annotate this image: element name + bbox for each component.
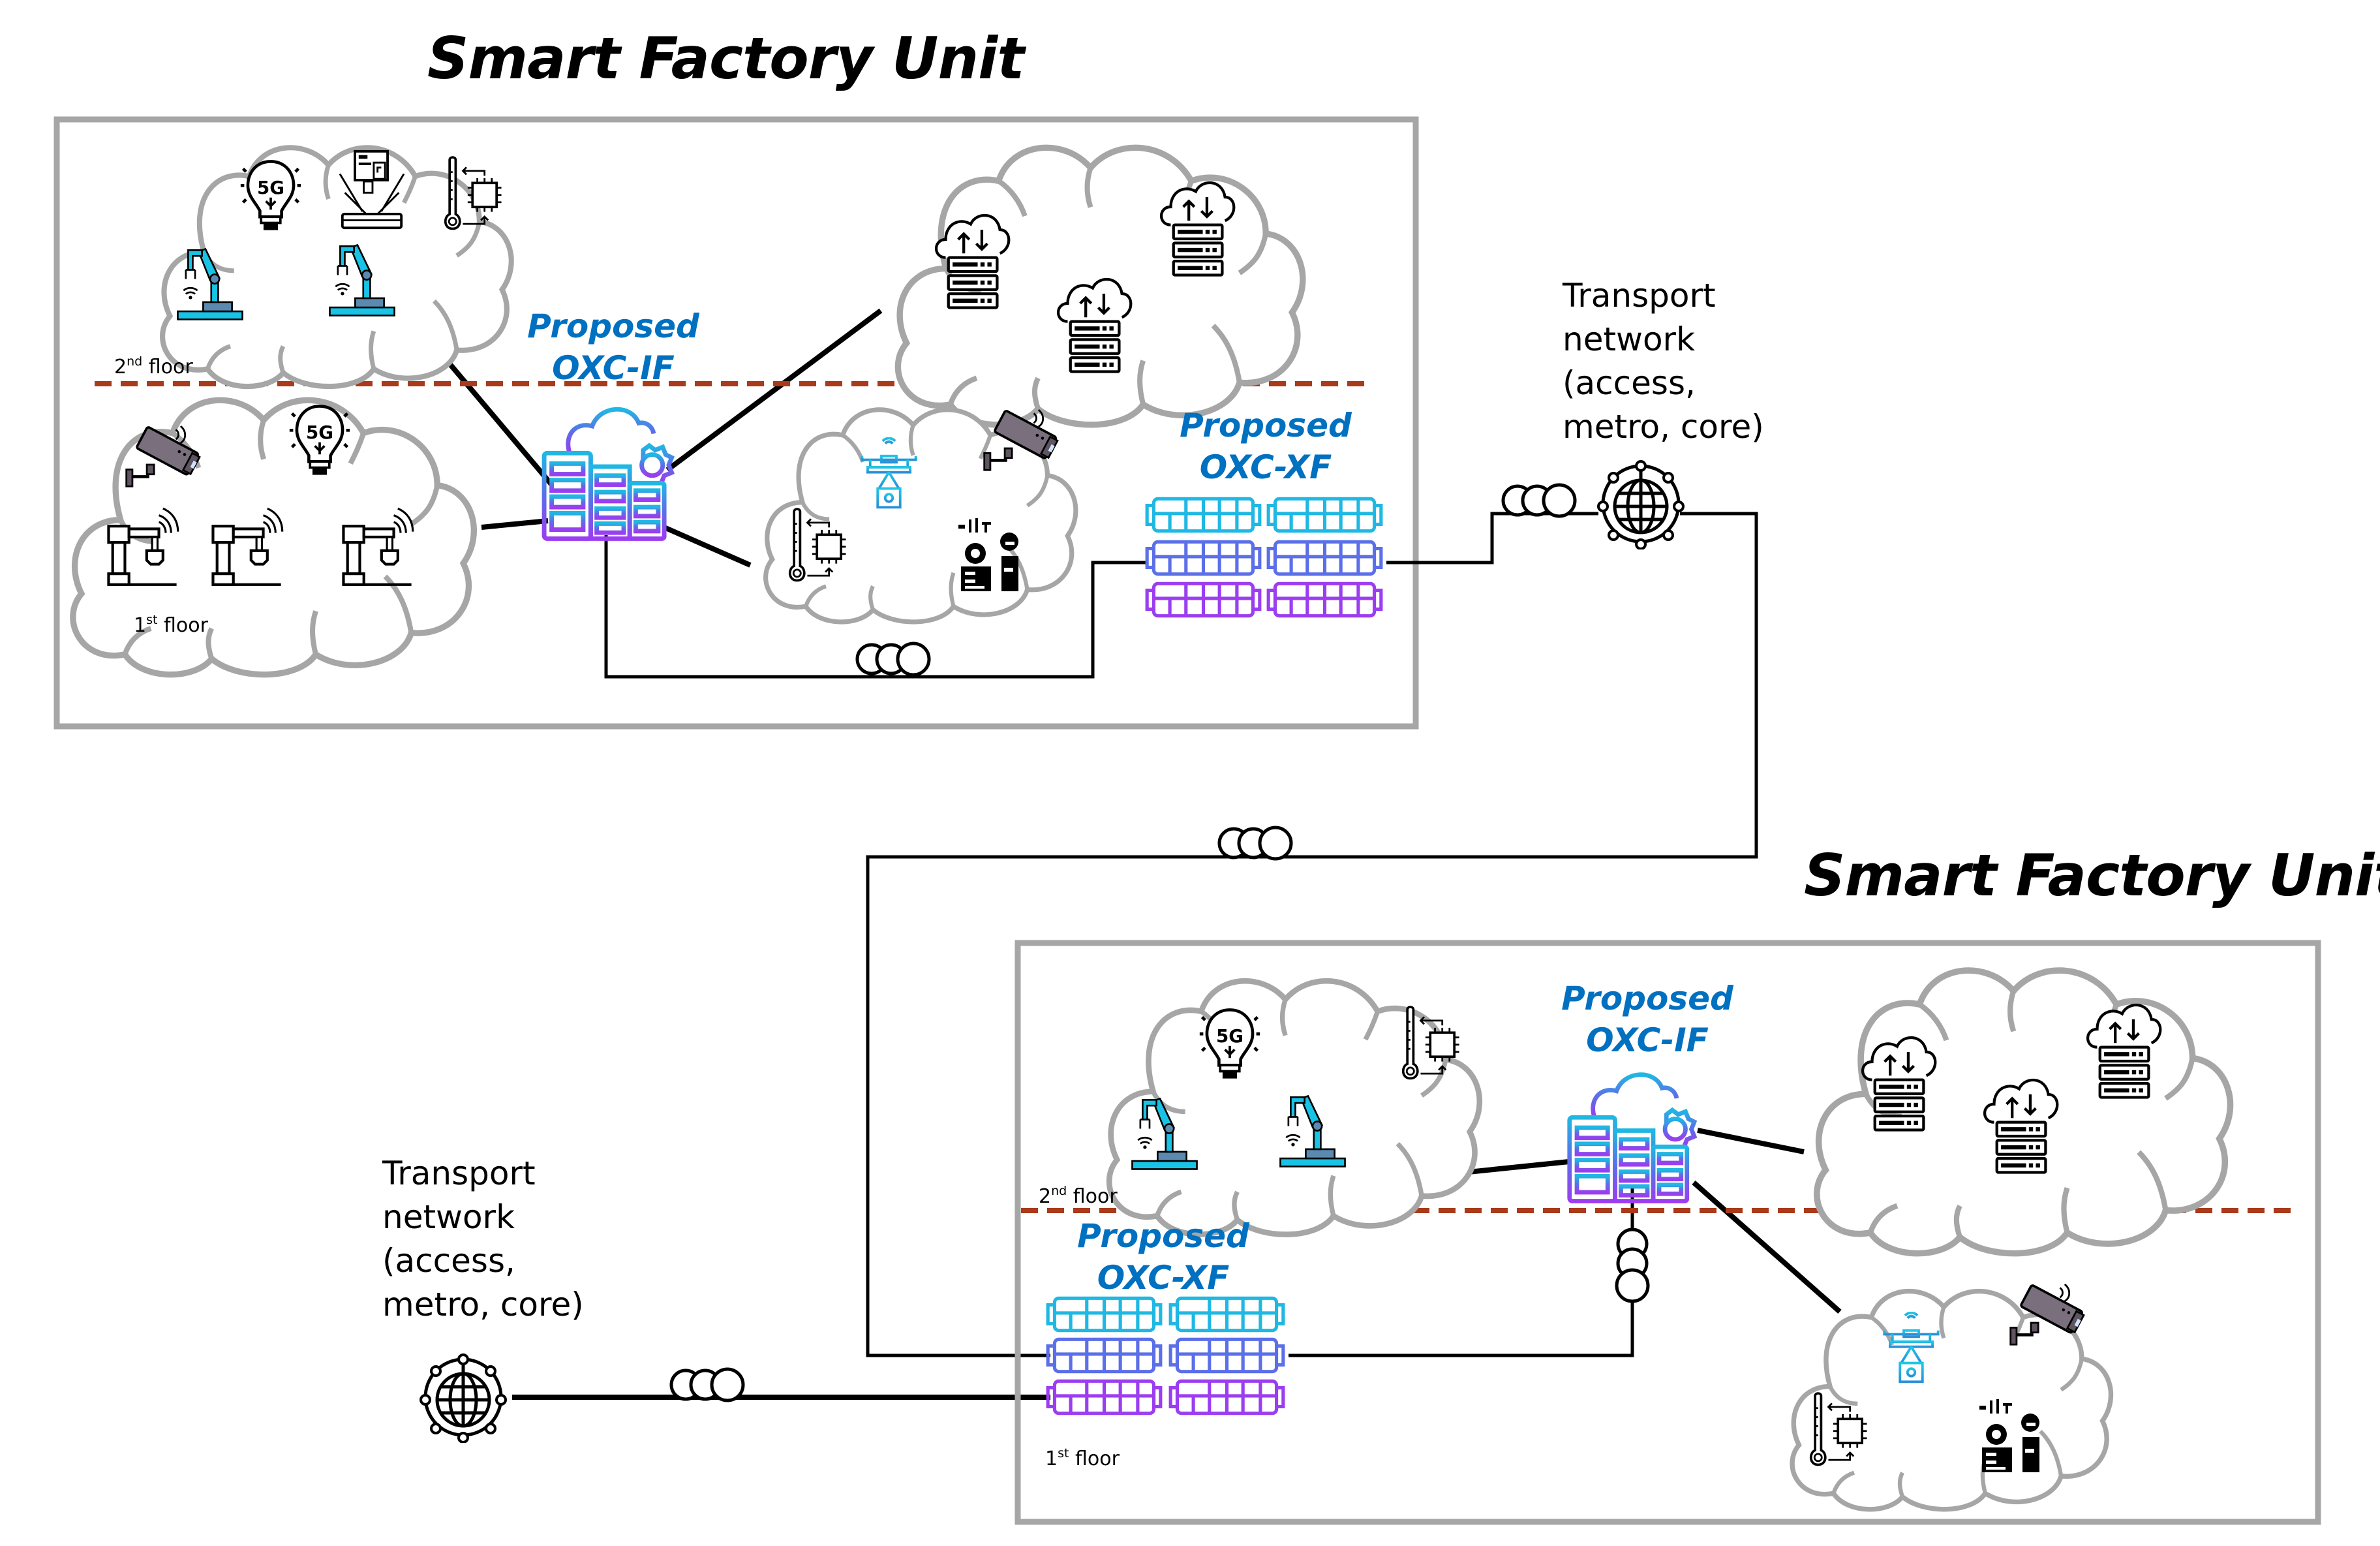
fiber-coil-icon — [1503, 485, 1575, 516]
oxc-if-label-line2: OXC-IF — [1586, 1021, 1709, 1059]
oxc-xf-label-bottom: Proposed OXC-XF — [1072, 1215, 1255, 1299]
floor-label-1st: 1st floor — [1045, 1446, 1120, 1470]
oxc-xf-icon[interactable] — [1048, 1298, 1283, 1413]
fiber-coil-icon — [857, 643, 929, 675]
link-oxc-if-to-edge-cloud — [1697, 1128, 1805, 1154]
link-oxc-if-to-edge-cloud — [665, 308, 883, 472]
oxc-xf-label-line2: OXC-XF — [1097, 1259, 1230, 1297]
cloud-floor2-devices: 2nd floor — [1039, 981, 1480, 1234]
unit-box — [1015, 940, 2321, 1525]
oxc-if-label-line2: OXC-IF — [552, 349, 675, 387]
fiber-coil-icon — [1219, 827, 1291, 859]
floor-label-1st: 1st floor — [134, 613, 209, 637]
cloud-edge-servers — [1817, 970, 2231, 1254]
cloud-mixed-devices — [1792, 1284, 2111, 1509]
oxc-xf-label-top: Proposed OXC-XF — [1174, 405, 1357, 488]
fiber-links — [446, 308, 883, 568]
fiber-coil-icon — [671, 1369, 743, 1400]
cloud-floor1-devices: 1st floor — [73, 400, 474, 674]
oxc-xf-label-line2: OXC-XF — [1199, 448, 1332, 486]
link-transport1-to-unit2 — [866, 512, 1758, 1357]
oxc-if-label-line1: Proposed — [527, 307, 699, 345]
fiber-coil-icon — [1617, 1229, 1648, 1301]
transport-network-label-bottom: Transport network (access, metro, core) — [382, 1154, 584, 1323]
oxc-if-icon[interactable] — [1570, 1075, 1694, 1201]
oxc-if-label-bottom: Proposed OXC-IF — [1556, 978, 1739, 1061]
smart-factory-unit-top: 2nd floor 1st floor — [53, 116, 1598, 730]
transport-network-label-top: Transport network (access, metro, core) — [1563, 277, 1764, 446]
unit-title-top: Smart Factory Unit — [427, 25, 1024, 92]
transport-network-globe-icon[interactable] — [421, 1355, 506, 1442]
unit-title-bottom: Smart Factory Unit — [1804, 842, 2380, 909]
cloud-floor2-devices: 2nd floor — [114, 147, 511, 386]
link-oxc-if-to-mixed-devices — [663, 525, 752, 568]
unit-box — [53, 116, 1419, 730]
oxc-if-label-line1: Proposed — [1561, 980, 1733, 1017]
oxc-xf-label-line1: Proposed — [1077, 1217, 1249, 1255]
oxc-if-label-top: Proposed OXC-IF — [522, 305, 705, 389]
smart-factory-unit-bottom: 2nd floor — [1015, 940, 2321, 1525]
cloud-mixed-devices — [766, 410, 1076, 622]
floor-label-2nd: 2nd floor — [1039, 1184, 1118, 1208]
transport-network-globe-icon[interactable] — [1598, 461, 1683, 549]
link-floor1-to-oxc-if — [481, 518, 549, 530]
link-oxc-if-to-mixed-devices — [1692, 1181, 1842, 1314]
floor-label-2nd: 2nd floor — [114, 354, 193, 379]
oxc-xf-icon[interactable] — [1147, 499, 1381, 615]
cloud-edge-servers — [898, 147, 1302, 425]
oxc-if-icon[interactable] — [544, 409, 672, 538]
link-oxc-if-to-oxc-xf — [604, 535, 1148, 679]
oxc-xf-label-line1: Proposed — [1180, 407, 1352, 444]
